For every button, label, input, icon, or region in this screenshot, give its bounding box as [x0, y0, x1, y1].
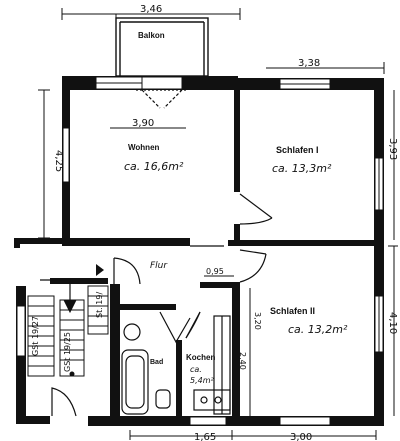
- balcony-outline: [115, 17, 209, 77]
- windows: [16, 76, 384, 426]
- room-balkon-name: Balkon: [138, 31, 165, 40]
- kitchen-stove: [193, 389, 231, 411]
- balcony-door-swing-left: [141, 89, 161, 109]
- room-bad-name: Bad: [150, 359, 163, 366]
- wall-right-outer: [374, 78, 384, 424]
- dim-schlafen2-left: 3,20: [253, 312, 262, 330]
- dimension-lines: [38, 8, 398, 440]
- doors: [51, 89, 273, 417]
- dim-wohnen-inner: 3,90: [132, 118, 154, 129]
- wall-bad-top: [110, 304, 176, 310]
- door-entry: [113, 257, 141, 285]
- bathtub: [121, 349, 149, 415]
- door-schlafen1: [239, 193, 273, 219]
- staircase: [27, 279, 109, 377]
- bad-sink: [123, 323, 141, 341]
- window-stair-left: [16, 305, 26, 357]
- wall-wohnen-schlafen1: [234, 90, 240, 192]
- dim-top-right: 3,38: [298, 58, 320, 69]
- wall-below-wohnen: [62, 238, 190, 246]
- dim-bottom-left: 1,65: [194, 432, 216, 441]
- dim-right-top: 3,93: [387, 138, 398, 160]
- dim-kochen-height: 2,40: [238, 352, 247, 370]
- room-schlafen2-area: ca. 13,2m²: [288, 323, 348, 336]
- room-kochen-area-line1: ca.: [190, 365, 202, 374]
- dim-flur-small: 0,95: [206, 267, 224, 276]
- balcony: [115, 17, 209, 77]
- stair-label-right: St. 19/: [95, 292, 104, 318]
- dim-right-bottom: 4,10: [387, 312, 398, 334]
- stair-flight-right: [87, 285, 109, 335]
- wall-stair-top: [50, 278, 108, 284]
- stair-direction-arrow: [40, 279, 71, 300]
- wall-bottom: [88, 416, 384, 426]
- wall-flur-top-left: [14, 238, 64, 244]
- entry-arrow-icon: [96, 264, 104, 276]
- window-kochen-bottom: [189, 416, 227, 426]
- stair-label-left: GSt 19/27: [31, 316, 40, 356]
- toilet: [155, 389, 171, 409]
- fixtures: [121, 315, 231, 415]
- dim-bottom-right: 3,00: [290, 432, 312, 441]
- stair-label-mid: GSt 19/25: [63, 332, 72, 372]
- room-schlafen2-name: Schlafen II: [270, 306, 315, 316]
- dim-left-wohnen: 4,25: [53, 150, 64, 172]
- door-schlafen2: [239, 249, 267, 255]
- wall-bad-kochen: [176, 340, 182, 424]
- wall-stair-bad: [110, 284, 120, 424]
- wall-below-schlafen1: [228, 240, 374, 246]
- room-wohnen-name: Wohnen: [128, 143, 160, 152]
- room-kochen-area-line2: 5,4m²: [190, 376, 215, 385]
- dim-top-balcony: 3,46: [140, 4, 162, 15]
- room-kochen-name: Kochen: [186, 353, 215, 362]
- wall-kochen-schlafen2: [232, 282, 240, 424]
- balcony-door-swing-right: [163, 89, 183, 109]
- wall-kochen-top: [200, 282, 234, 288]
- stair-landing-dot: [69, 371, 75, 377]
- room-schlafen1-name: Schlafen I: [276, 145, 319, 155]
- door-stair-bottom: [51, 387, 77, 417]
- door-bad: [159, 311, 191, 344]
- wall-bottom-left: [16, 416, 50, 424]
- window-schlafen2-bottom: [279, 416, 331, 426]
- wall-wohnen-schlafen1-lower: [234, 224, 240, 246]
- room-wohnen-area: ca. 16,6m²: [124, 160, 184, 173]
- window-wohnen-left: [62, 127, 70, 183]
- room-flur-name: Flur: [150, 261, 168, 271]
- room-schlafen1-area: ca. 13,3m²: [272, 162, 332, 175]
- window-balkon-door: [141, 76, 183, 90]
